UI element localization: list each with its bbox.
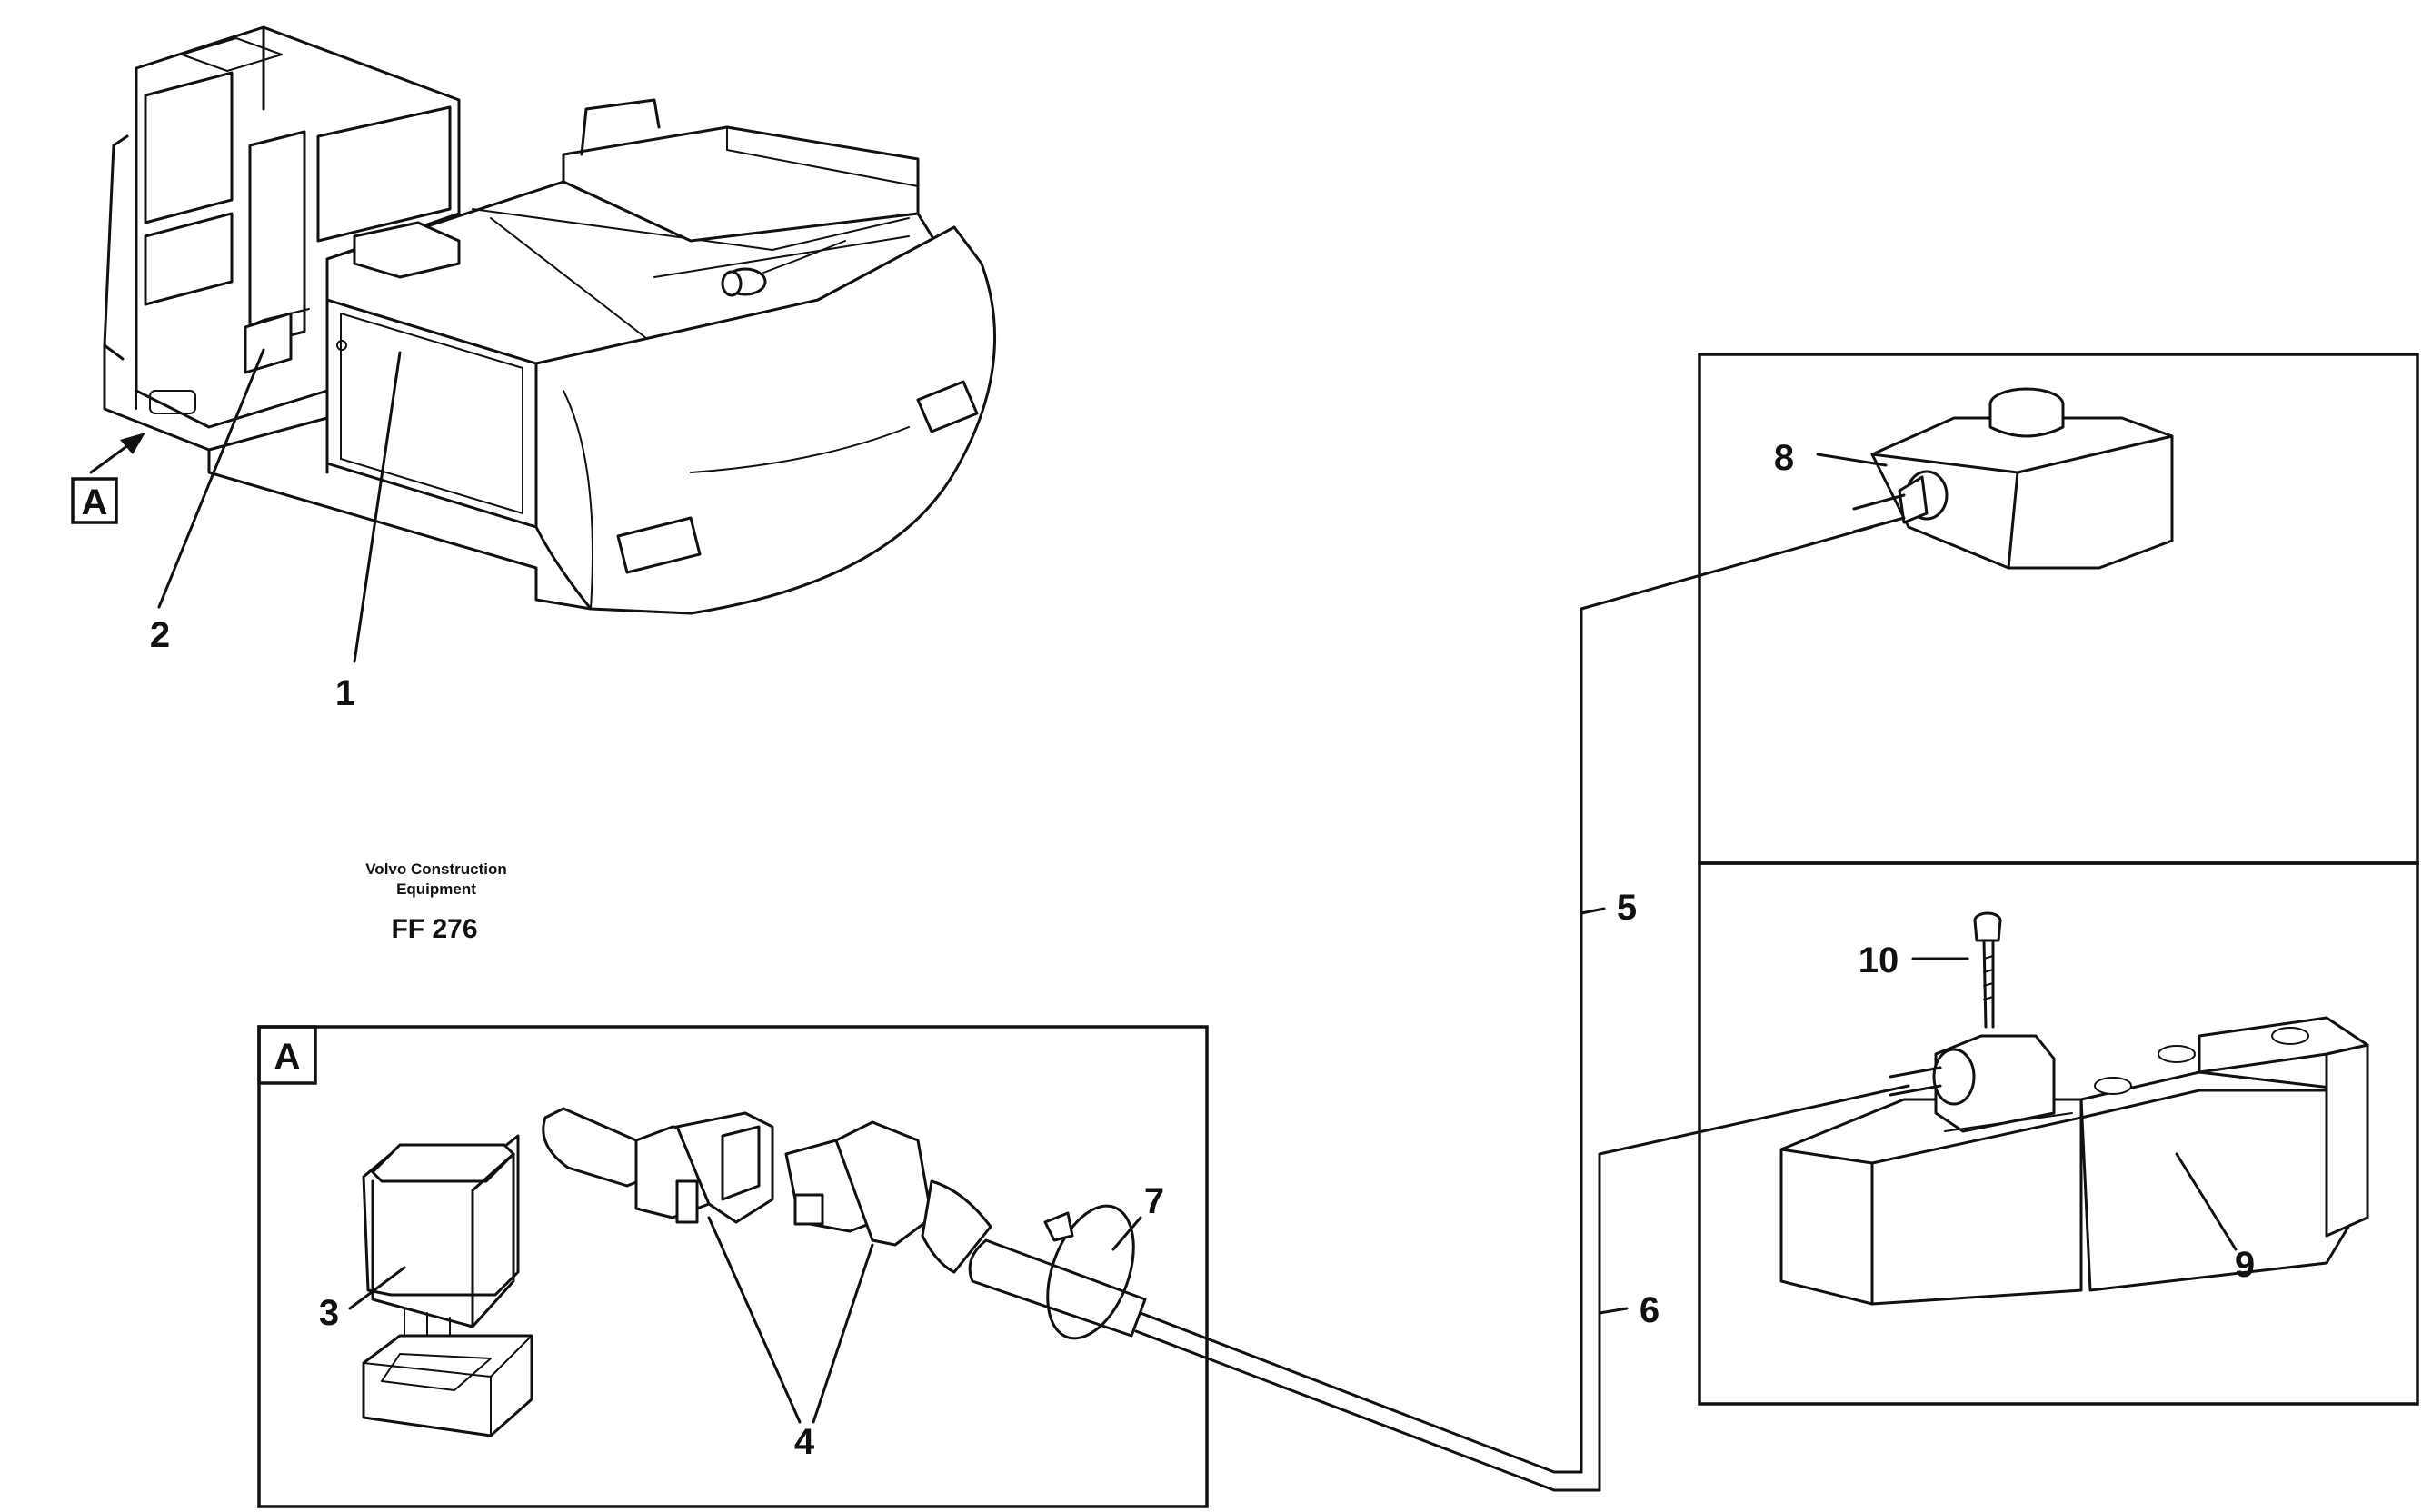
sender-unit <box>1816 387 2174 570</box>
callout-6: 6 <box>1640 1290 1660 1330</box>
wiring-harness <box>1580 525 1910 1492</box>
brand-line-2: Equipment <box>396 880 476 898</box>
callout-2: 2 <box>150 615 170 655</box>
callout-10: 10 <box>1859 940 1899 980</box>
detail-a-frame <box>257 1025 1209 1508</box>
callout-8: 8 <box>1774 438 1794 478</box>
callout-5: 5 <box>1617 888 1637 928</box>
excavator-illustration <box>89 25 997 663</box>
detail-a-parts <box>348 1107 1601 1492</box>
detail-a-label: A <box>274 1037 301 1077</box>
callout-4: 4 <box>794 1422 815 1462</box>
callout-9: 9 <box>2235 1245 2255 1285</box>
callout-1: 1 <box>335 673 355 713</box>
view-marker-label: A <box>82 482 108 522</box>
callout-3: 3 <box>319 1293 339 1333</box>
callout-7: 7 <box>1144 1181 1164 1221</box>
detail-a-label-box <box>257 1025 317 1085</box>
brand-line-1: Volvo Construction <box>365 860 507 878</box>
drawing-code: FF 276 <box>391 914 477 944</box>
solenoid-valve <box>1779 911 2369 1306</box>
detail-lower-frame <box>1698 861 2419 1406</box>
view-marker-box <box>71 477 118 524</box>
